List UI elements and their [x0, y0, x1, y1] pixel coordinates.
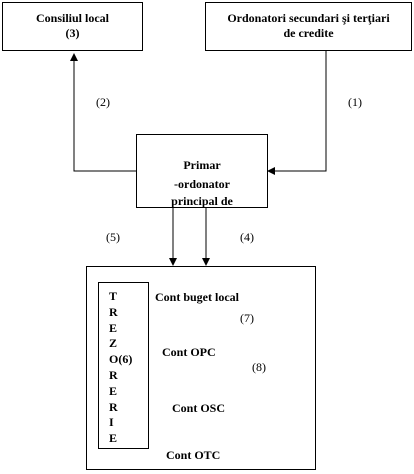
council-number: (3) [65, 26, 80, 40]
treasury-letter: E [109, 320, 118, 335]
mayor-title: Primar [183, 158, 221, 172]
mayor-role: -ordonator [174, 177, 230, 191]
account-osc: Cont OSC [172, 401, 226, 415]
account-local-budget: Cont buget local [155, 290, 239, 304]
treasury-vertical-box: T R E Z O(6) R E R I E [98, 282, 149, 449]
flow-label-1: (1) [348, 95, 362, 109]
treasury-letter: E [109, 383, 118, 398]
council-box: Consiliul local (3) [2, 2, 143, 51]
treasury-letter: Z [109, 336, 118, 351]
council-title: Consiliul local [35, 11, 109, 25]
flow-label-2: (2) [96, 95, 110, 109]
flow-label-7: (7) [240, 311, 254, 325]
secondary-title: Ordonatori secundari şi terţiari [227, 11, 390, 25]
secondary-authorizers-box: Ordonatori secundari şi terţiari de cred… [205, 2, 412, 51]
treasury-letter: T [109, 289, 118, 303]
treasury-letter: R [109, 399, 118, 414]
account-otc: Cont OTC [166, 448, 221, 462]
treasury-letter: I [109, 415, 114, 430]
flow-label-5: (5) [106, 230, 120, 244]
mayor-role-cont: principal de [171, 194, 233, 208]
treasury-letters: T R E Z O(6) R E R I E [109, 289, 132, 447]
flow-label-4: (4) [240, 230, 254, 244]
treasury-letter: O(6) [109, 352, 133, 367]
account-opc: Cont OPC [162, 345, 216, 359]
arrow-mayor-to-council [70, 53, 136, 172]
flow-label-8: (8) [252, 360, 266, 374]
mayor-box: Primar -ordonator principal de [136, 134, 268, 208]
treasury-letter: R [109, 304, 118, 319]
secondary-subtitle: de credite [283, 26, 334, 40]
arrow-secondary-to-mayor [267, 51, 327, 175]
treasury-letter: R [109, 367, 118, 382]
treasury-letter: E [109, 431, 118, 446]
